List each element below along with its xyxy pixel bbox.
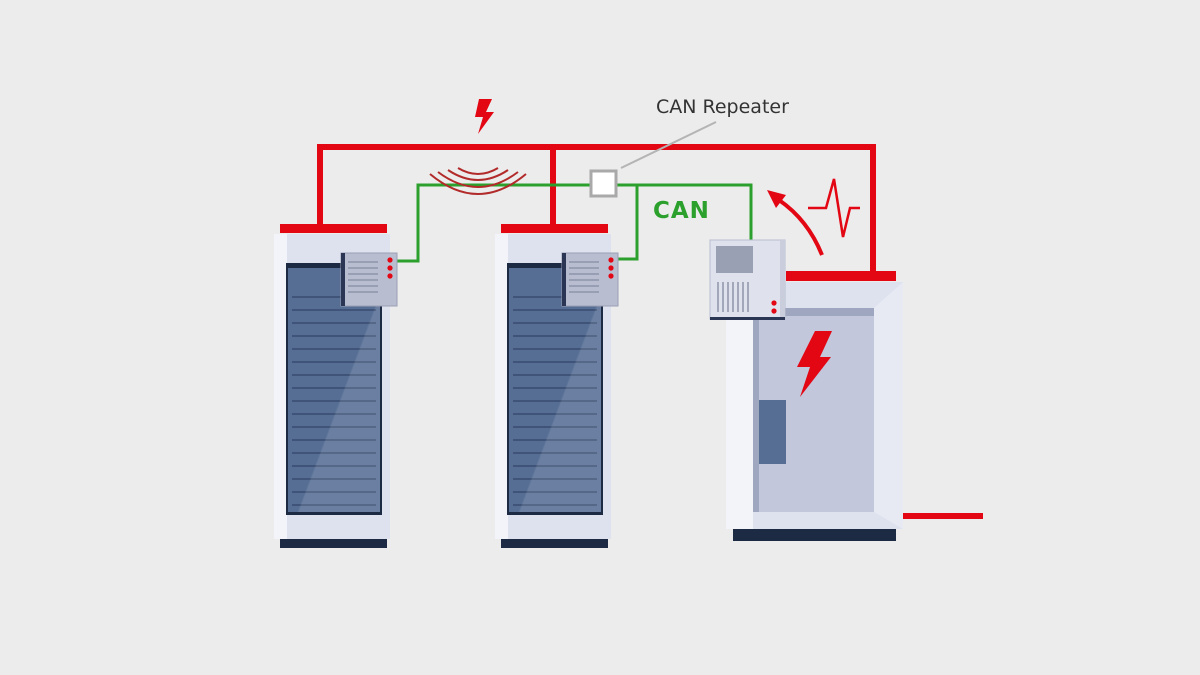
signal-spike-icon (808, 178, 860, 238)
disturbance-arrow (777, 198, 824, 256)
cabinet-side (726, 282, 753, 529)
can-line-segment-3 (637, 183, 753, 242)
status-led (387, 257, 393, 263)
device-vents (717, 282, 749, 312)
can-bus-wiring (397, 183, 753, 263)
repeater-leader-line (620, 121, 717, 169)
cabinet-side (495, 234, 508, 539)
cabinet-base (280, 539, 387, 548)
power-cabinet (726, 271, 903, 541)
device-display (716, 246, 753, 273)
cabinet-top-bar (501, 224, 608, 233)
cabinet-side (274, 234, 287, 539)
lightning-bolt-icon (475, 99, 494, 134)
status-led (771, 300, 777, 306)
status-led (608, 273, 614, 279)
status-led (608, 265, 614, 271)
wave-arc-1 (429, 173, 527, 195)
can-bus-label: CAN (653, 198, 710, 224)
wave-arc-3 (447, 169, 509, 181)
high-voltage-icon (797, 331, 832, 397)
wave-arc-4 (457, 167, 499, 175)
status-led (771, 308, 777, 314)
cabinet-side-right (874, 282, 903, 529)
control-cabinet-1 (274, 224, 398, 548)
can-controller-module (561, 252, 619, 307)
can-line-segment-1 (397, 183, 590, 263)
interference-waves (429, 167, 527, 195)
can-line-segment-2 (617, 183, 639, 261)
status-led (387, 273, 393, 279)
arrow-head (767, 190, 786, 208)
control-cabinet-2 (495, 224, 619, 548)
cabinet-base (501, 539, 608, 548)
disturbance-indicator (767, 178, 860, 256)
can-controller-module (340, 252, 398, 307)
status-led (387, 265, 393, 271)
cabinet-top-bar (786, 271, 896, 281)
door-handle-panel (759, 400, 786, 464)
can-repeater-label: CAN Repeater (656, 96, 789, 118)
cabinet-top-bar (280, 224, 387, 233)
power-line-main (317, 144, 876, 272)
glass-reflection (509, 268, 601, 512)
can-gateway-device (709, 239, 786, 320)
status-led (608, 257, 614, 263)
can-repeater-box (589, 169, 618, 198)
wave-arc-2 (437, 171, 519, 188)
glass-reflection (288, 268, 380, 512)
cabinet-base (733, 529, 896, 541)
